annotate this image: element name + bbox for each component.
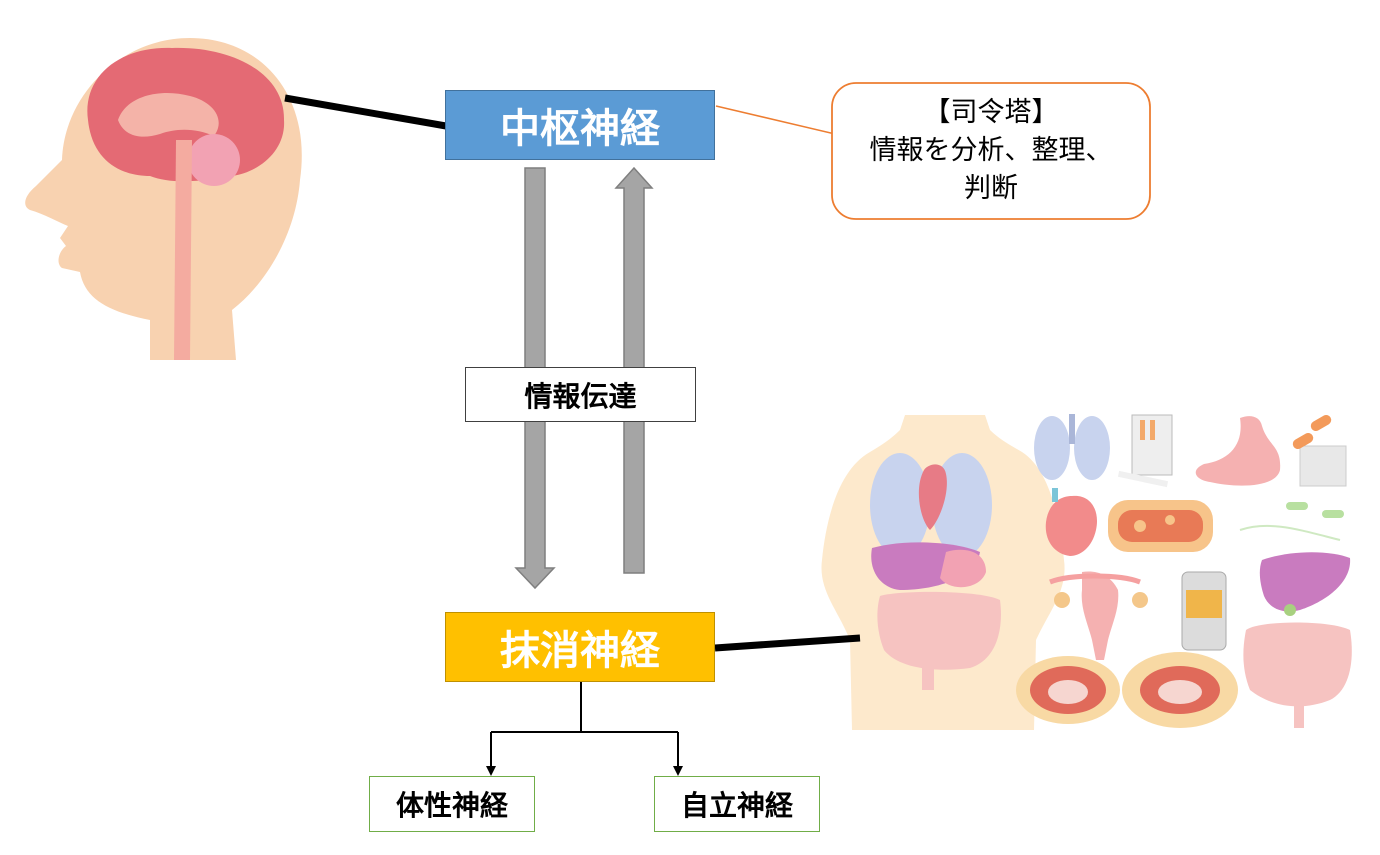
head-connector-line bbox=[284, 94, 447, 130]
stomach-icon bbox=[1195, 416, 1281, 486]
heart-icon bbox=[1045, 488, 1097, 556]
intestine-icon bbox=[1243, 622, 1352, 728]
liver-icon bbox=[1259, 552, 1351, 616]
head-brain-illustration bbox=[25, 38, 302, 360]
artery-plaque-icon bbox=[1108, 500, 1213, 552]
beer-can-icon bbox=[1181, 571, 1227, 651]
callout-line2: 判断 bbox=[964, 173, 1018, 204]
information-transfer-box: 情報伝達 bbox=[465, 367, 696, 422]
peripheral-nervous-box: 抹消神経 bbox=[445, 612, 715, 682]
peripheral-nervous-label: 抹消神経 bbox=[500, 628, 660, 674]
callout-pointer bbox=[715, 105, 853, 139]
bacteria-icon bbox=[1239, 502, 1344, 541]
command-tower-callout: 【司令塔】 情報を分析、整理、 判断 bbox=[836, 86, 1146, 216]
abdomen-cross-section-icon bbox=[1016, 652, 1238, 728]
pills-icon bbox=[1292, 415, 1347, 487]
branch-connector bbox=[490, 682, 679, 770]
somatic-arrowhead bbox=[486, 766, 496, 776]
information-transfer-label: 情報伝達 bbox=[524, 379, 637, 413]
lungs-icon bbox=[1034, 414, 1110, 480]
autonomic-arrowhead bbox=[673, 766, 683, 776]
somatic-nervous-label: 体性神経 bbox=[395, 789, 508, 822]
autonomic-nervous-label: 自立神経 bbox=[680, 789, 793, 822]
somatic-nervous-box: 体性神経 bbox=[369, 776, 535, 832]
central-nervous-label: 中枢神経 bbox=[500, 106, 660, 152]
cigarette-pack-icon bbox=[1117, 414, 1173, 488]
torso-organs-illustration bbox=[821, 415, 1065, 730]
autonomic-nervous-box: 自立神経 bbox=[654, 776, 820, 832]
callout-title: 【司令塔】 bbox=[923, 97, 1059, 128]
callout-bubble bbox=[831, 82, 1151, 220]
callout-line1: 情報を分析、整理、 bbox=[869, 135, 1113, 166]
body-connector-line bbox=[714, 634, 861, 652]
central-nervous-box: 中枢神経 bbox=[445, 90, 715, 160]
uterus-icon bbox=[1049, 571, 1148, 660]
organ-icons-grid bbox=[1016, 414, 1352, 728]
